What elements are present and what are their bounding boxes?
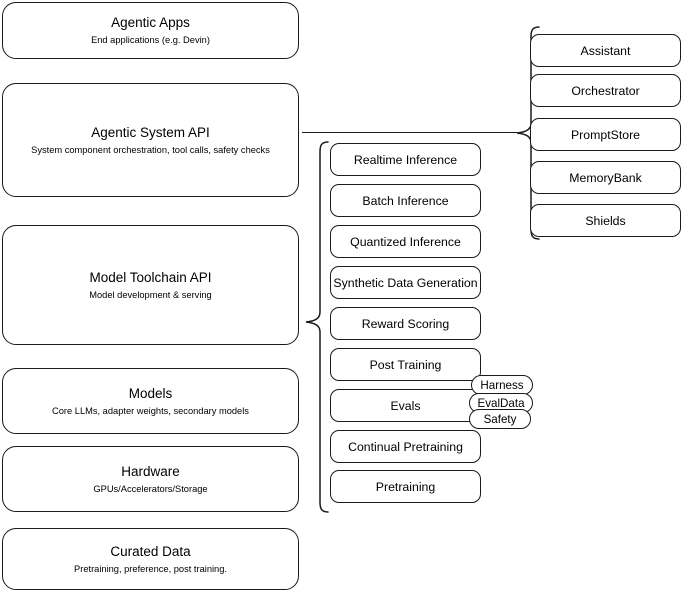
layer-hardware[interactable]: Hardware GPUs/Accelerators/Storage — [2, 446, 299, 512]
badge-label: EvalData — [477, 396, 525, 410]
connector-line-system-api — [302, 132, 517, 134]
component-orchestrator[interactable]: Orchestrator — [530, 74, 681, 107]
component-assistant[interactable]: Assistant — [530, 34, 681, 67]
badge-harness[interactable]: Harness — [471, 375, 533, 395]
brace-toolchain — [304, 140, 330, 514]
layer-agentic-apps[interactable]: Agentic Apps End applications (e.g. Devi… — [2, 2, 299, 59]
component-post-training[interactable]: Post Training — [330, 348, 481, 381]
component-reward-scoring[interactable]: Reward Scoring — [330, 307, 481, 340]
component-label: Realtime Inference — [353, 152, 458, 167]
layer-subtitle: Core LLMs, adapter weights, secondary mo… — [52, 405, 249, 416]
component-label: Synthetic Data Generation — [333, 275, 478, 290]
component-label: Orchestrator — [571, 83, 640, 98]
component-memorybank[interactable]: MemoryBank — [530, 161, 681, 194]
component-label: Continual Pretraining — [348, 439, 463, 454]
layer-models[interactable]: Models Core LLMs, adapter weights, secon… — [2, 368, 299, 434]
badge-safety[interactable]: Safety — [469, 409, 531, 429]
component-quantized-inference[interactable]: Quantized Inference — [330, 225, 481, 258]
component-shields[interactable]: Shields — [530, 204, 681, 237]
layer-curated-data[interactable]: Curated Data Pretraining, preference, po… — [2, 528, 299, 590]
layer-title: Hardware — [121, 463, 180, 479]
layer-title: Agentic Apps — [111, 15, 190, 30]
layer-subtitle: System component orchestration, tool cal… — [31, 144, 270, 155]
layer-title: Curated Data — [110, 543, 191, 559]
layer-subtitle: End applications (e.g. Devin) — [91, 35, 210, 45]
component-evals[interactable]: Evals — [330, 389, 481, 422]
component-label: Batch Inference — [362, 193, 449, 208]
component-synthetic-data-generation[interactable]: Synthetic Data Generation — [330, 266, 481, 299]
badge-label: Harness — [480, 378, 524, 392]
component-continual-pretraining[interactable]: Continual Pretraining — [330, 430, 481, 463]
layer-subtitle: Pretraining, preference, post training. — [74, 563, 227, 574]
component-promptstore[interactable]: PromptStore — [530, 118, 681, 151]
component-label: Quantized Inference — [350, 234, 461, 249]
layer-subtitle: Model development & serving — [89, 289, 212, 300]
component-batch-inference[interactable]: Batch Inference — [330, 184, 481, 217]
layer-agentic-system-api[interactable]: Agentic System API System component orch… — [2, 83, 299, 197]
layer-model-toolchain-api[interactable]: Model Toolchain API Model development & … — [2, 225, 299, 345]
component-label: Shields — [585, 213, 626, 228]
component-label: Pretraining — [375, 479, 436, 494]
component-label: Assistant — [580, 43, 631, 58]
component-label: MemoryBank — [569, 170, 642, 185]
layer-subtitle: GPUs/Accelerators/Storage — [93, 483, 208, 494]
component-label: Evals — [390, 398, 421, 413]
badge-label: Safety — [483, 412, 517, 426]
badge-evaldata[interactable]: EvalData — [469, 393, 533, 413]
component-label: Post Training — [369, 357, 442, 372]
component-pretraining[interactable]: Pretraining — [330, 470, 481, 503]
layer-title: Models — [128, 385, 173, 401]
layer-title: Model Toolchain API — [89, 269, 212, 285]
component-label: Reward Scoring — [361, 316, 450, 331]
component-label: PromptStore — [570, 127, 641, 142]
component-realtime-inference[interactable]: Realtime Inference — [330, 143, 481, 176]
layer-title: Agentic System API — [91, 124, 210, 140]
